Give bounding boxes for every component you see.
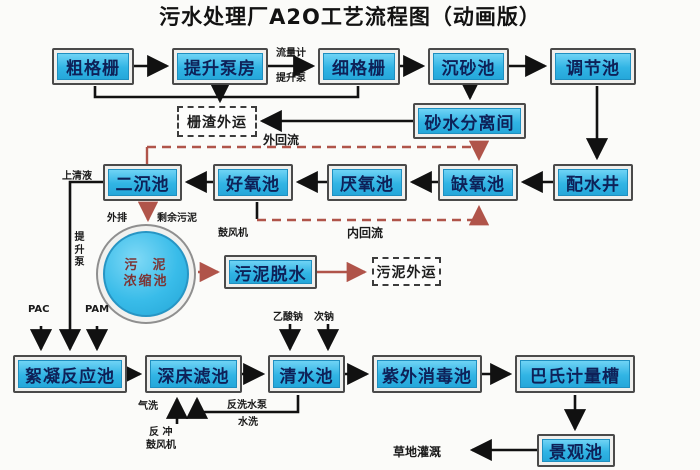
node-anoxic-tank: 缺氧池 <box>438 164 518 201</box>
node-label: 调节池 <box>555 53 631 80</box>
label-pac: PAC <box>28 304 50 315</box>
label-pam: PAM <box>85 304 110 315</box>
node-distribution-well: 配水井 <box>553 164 633 201</box>
node-deep-bed-filter: 深床滤池 <box>145 355 242 393</box>
label-lift-pump: 提升泵 <box>276 73 306 84</box>
node-label: 提升泵房 <box>177 53 263 80</box>
node-fine-screen: 细格栅 <box>318 48 400 85</box>
node-label: 配水井 <box>558 169 628 196</box>
node-flocculation-tank: 絮凝反应池 <box>13 355 127 393</box>
node-uv-disinfection-tank: 紫外消毒池 <box>372 355 482 393</box>
label-backflush-blower-line1: 反 冲 <box>149 427 173 438</box>
label-grass-irrigation: 草地灌溉 <box>393 445 442 459</box>
label-excess-sludge: 剩余污泥 <box>157 213 197 224</box>
node-landscape-pond: 景观池 <box>537 434 615 467</box>
node-label: 清水池 <box>273 360 340 388</box>
label-air-wash: 气洗 <box>138 401 158 412</box>
node-grit-chamber: 沉砂池 <box>428 48 509 85</box>
node-label: 厌氧池 <box>332 169 402 196</box>
label-lift-pump-vertical: 提升泵 <box>74 232 85 268</box>
label-sodium-acetate: 乙酸钠 <box>273 312 303 323</box>
node-sludge-thickening-tank: 污 泥 浓缩池 <box>96 224 196 324</box>
node-label: 巴氏计量槽 <box>520 360 630 388</box>
node-label-line1: 污 泥 <box>124 257 168 273</box>
node-label: 絮凝反应池 <box>18 360 122 388</box>
node-label: 紫外消毒池 <box>377 360 477 388</box>
label-external-discharge: 外排 <box>107 213 127 224</box>
label-sodium-hypochlorite: 次钠 <box>314 312 334 323</box>
label-supernatant: 上清液 <box>62 171 92 182</box>
node-lift-pump-house: 提升泵房 <box>172 48 268 85</box>
node-label: 砂水分离间 <box>418 108 521 134</box>
label-backflush-blower-line2: 鼓风机 <box>146 440 176 451</box>
node-label: 沉砂池 <box>433 53 504 80</box>
node-label: 缺氧池 <box>443 169 513 196</box>
node-regulating-tank: 调节池 <box>550 48 636 85</box>
node-label: 二沉池 <box>108 169 177 196</box>
node-sand-water-separation: 砂水分离间 <box>413 103 526 139</box>
page-title: 污水处理厂A2O工艺流程图（动画版） <box>159 5 541 29</box>
node-screen-residue-hauling: 栅渣外运 <box>177 106 257 137</box>
node-secondary-clarifier: 二沉池 <box>103 164 182 201</box>
node-coarse-screen: 粗格栅 <box>52 48 134 85</box>
node-label: 深床滤池 <box>150 360 237 388</box>
node-parshall-flume: 巴氏计量槽 <box>515 355 635 393</box>
node-sludge-dewatering: 污泥脱水 <box>224 255 317 289</box>
node-label: 景观池 <box>542 439 610 463</box>
node-label-line2: 浓缩池 <box>123 274 169 289</box>
label-blower: 鼓风机 <box>218 228 248 239</box>
node-label: 粗格栅 <box>57 53 129 80</box>
node-anaerobic-tank: 厌氧池 <box>327 164 407 201</box>
label-external-recirculation: 外回流 <box>263 133 300 147</box>
node-clear-water-tank: 清水池 <box>268 355 345 393</box>
node-sludge-hauling: 污泥外运 <box>372 257 441 286</box>
label-backwash-pump: 反洗水泵 <box>227 400 267 411</box>
node-label: 细格栅 <box>323 53 395 80</box>
label-internal-recirculation: 内回流 <box>347 226 384 240</box>
node-label: 污泥脱水 <box>229 260 312 285</box>
node-aerobic-tank: 好氧池 <box>213 164 293 201</box>
label-flow-meter: 流量计 <box>276 48 306 59</box>
node-label: 污 泥 浓缩池 <box>103 231 189 317</box>
node-label: 好氧池 <box>218 169 288 196</box>
label-water-wash: 水洗 <box>238 417 258 428</box>
